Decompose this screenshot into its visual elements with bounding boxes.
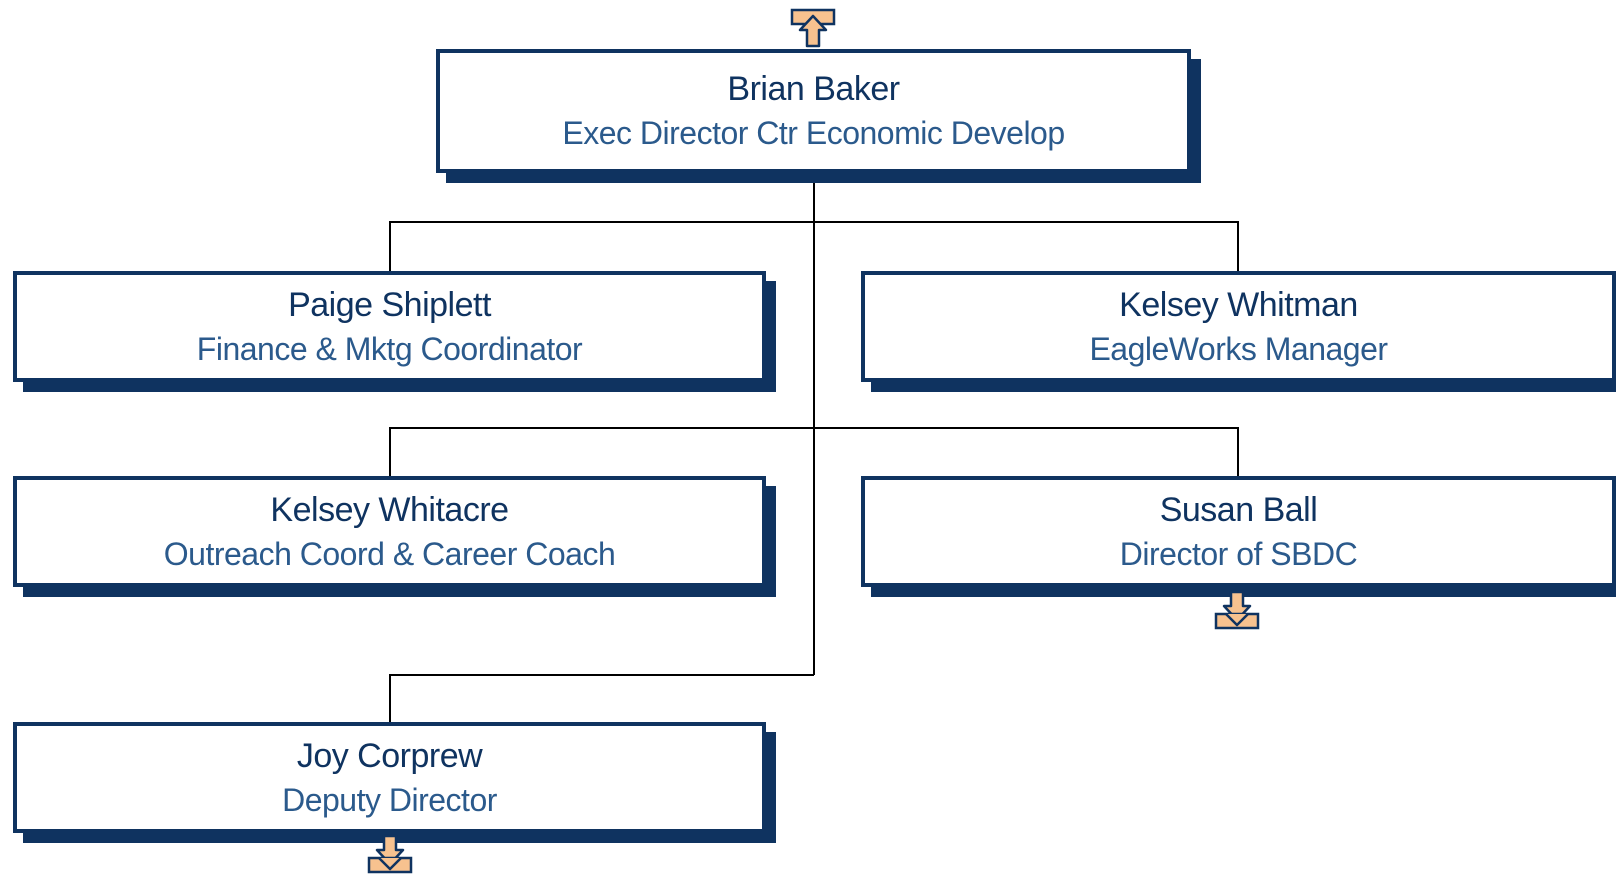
person-name: Kelsey Whitacre	[270, 490, 509, 529]
org-node-susan-ball[interactable]: Susan Ball Director of SBDC	[861, 476, 1616, 587]
org-node-joy-corprew[interactable]: Joy Corprew Deputy Director	[13, 722, 766, 833]
person-name: Brian Baker	[727, 70, 900, 108]
person-name: Kelsey Whitman	[1119, 285, 1358, 324]
job-title: EagleWorks Manager	[1089, 330, 1388, 367]
job-title: Deputy Director	[282, 781, 497, 818]
connector-level-3	[389, 674, 814, 722]
job-title: Exec Director Ctr Economic Develop	[562, 115, 1065, 151]
job-title: Outreach Coord & Career Coach	[163, 535, 616, 572]
org-node-brian-baker[interactable]: Brian Baker Exec Director Ctr Economic D…	[436, 49, 1191, 173]
navigate-up-icon[interactable]	[790, 8, 836, 48]
org-node-paige-shiplett[interactable]: Paige Shiplett Finance & Mktg Coordinato…	[13, 271, 766, 382]
expand-down-arrow-icon[interactable]	[1214, 590, 1260, 630]
connector-level-1	[389, 221, 1239, 271]
person-name: Paige Shiplett	[288, 285, 491, 324]
org-node-kelsey-whitacre[interactable]: Kelsey Whitacre Outreach Coord & Career …	[13, 476, 766, 587]
person-name: Susan Ball	[1159, 490, 1318, 529]
expand-down-arrow-icon[interactable]	[367, 834, 413, 874]
org-node-kelsey-whitman[interactable]: Kelsey Whitman EagleWorks Manager	[861, 271, 1616, 382]
job-title: Finance & Mktg Coordinator	[196, 330, 583, 367]
connector-level-2	[389, 427, 1239, 476]
job-title: Director of SBDC	[1119, 535, 1358, 572]
person-name: Joy Corprew	[296, 736, 483, 775]
